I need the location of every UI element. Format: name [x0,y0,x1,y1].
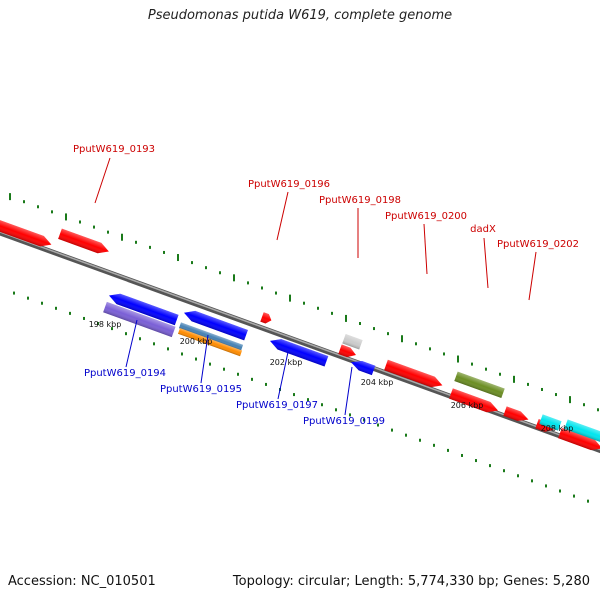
gene-box[interactable] [454,371,505,399]
gene-arrow[interactable] [107,290,179,326]
gene-label: PputW619_0200 [385,211,467,222]
gene-arrow[interactable] [349,358,376,376]
gene-label: PputW619_0195 [160,384,242,395]
label-leader-lines [94,157,537,416]
genome-meta-text: Topology: circular; Length: 5,774,330 bp… [232,574,590,589]
gene-arrow[interactable] [449,388,500,415]
scale-label: 208 kbp [541,424,574,433]
leader-line [344,366,353,416]
gene-features [0,219,600,454]
leader-line [125,319,138,368]
gene-arrow[interactable] [558,427,600,454]
gene-label: dadX [470,224,496,235]
backbone-line [0,230,600,454]
gene-arrow[interactable] [260,312,273,325]
gene-label: PputW619_0193 [73,144,155,155]
gene-box[interactable] [178,322,244,351]
gene-box[interactable] [342,333,363,350]
gene-arrow[interactable] [0,219,53,250]
leader-line [200,334,209,384]
gene-box[interactable] [564,419,600,443]
scale-label: 204 kbp [361,378,394,387]
gene-label: PputW619_0197 [236,400,318,411]
tick-marks [9,193,599,503]
gene-arrow[interactable] [268,336,329,367]
gene-label: PputW619_0202 [497,239,579,250]
leader-line [528,251,537,301]
gene-arrow[interactable] [182,308,248,341]
accession-text: Accession: NC_010501 [8,574,156,589]
gene-arrow[interactable] [58,228,111,257]
leader-line [94,157,111,204]
gene-arrow[interactable] [384,359,444,391]
gene-arrow[interactable] [338,344,357,360]
gene-label: PputW619_0194 [84,368,166,379]
gene-box[interactable] [177,328,243,357]
gene-label: PputW619_0196 [248,179,330,190]
leader-line [277,351,289,400]
scale-label: 198 kbp [89,320,122,329]
gene-box[interactable] [103,301,176,338]
genome-backbone [0,230,600,454]
scale-labels: 198 kbp 200 kbp 202 kbp 204 kbp 206 kbp 208 k… [89,320,574,433]
gene-box[interactable] [539,414,562,431]
leader-line [423,223,428,275]
scale-label: 206 kbp [451,401,484,410]
gene-label: PputW619_0198 [319,195,401,206]
gene-label: PputW619_0199 [303,416,385,427]
leader-line [276,191,289,241]
gene-arrow[interactable] [503,406,530,424]
leader-line [483,237,489,289]
scale-label: 200 kbp [180,337,213,346]
genome-title: Pseudomonas putida W619, complete genome [147,8,453,23]
gene-labels: PputW619_0193PputW619_0196PputW619_0198P… [73,144,579,427]
scale-label: 202 kbp [270,358,303,367]
